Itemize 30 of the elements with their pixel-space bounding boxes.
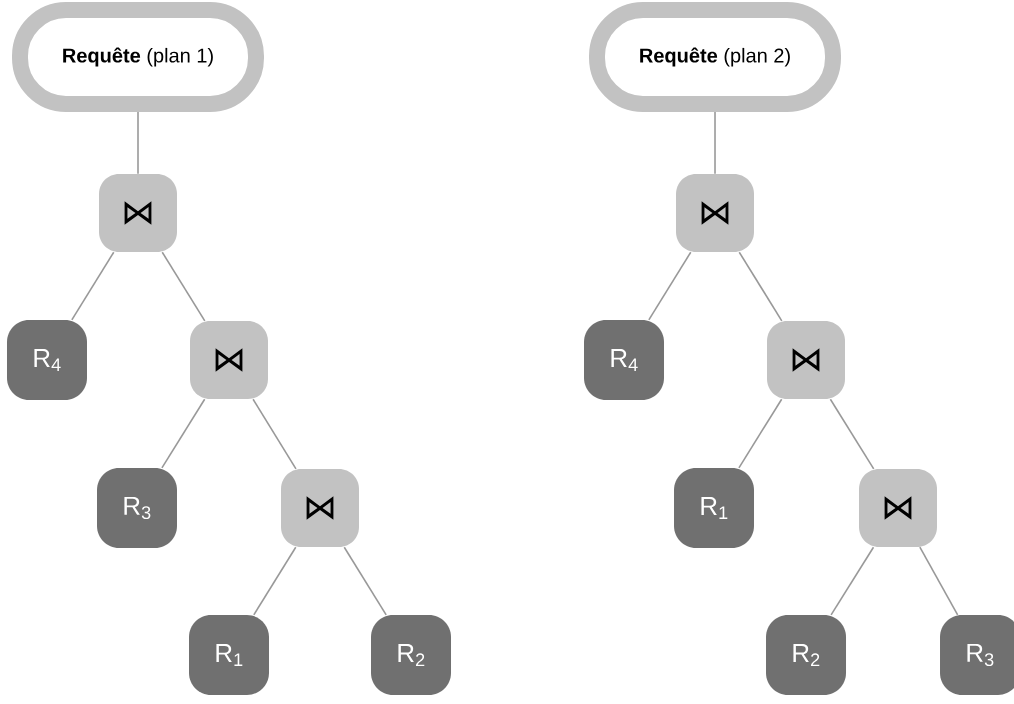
query-capsule: Requête (plan 2): [589, 2, 841, 112]
relation-box: R$_{1}$: [189, 615, 269, 695]
join-operator-box: ⋈: [859, 469, 937, 547]
relation-box: R$_{2}$: [766, 615, 846, 695]
join-operator-box: ⋈: [190, 321, 268, 399]
relation-box: R$_{3}$: [940, 615, 1014, 695]
connector-line: [738, 251, 783, 322]
query-capsule: Requête (plan 1): [12, 2, 264, 112]
connector-line: [161, 251, 206, 322]
connector-line: [919, 546, 959, 616]
connector-line: [829, 398, 875, 470]
connector-line: [137, 111, 139, 175]
relation-box: R$_{4}$: [7, 320, 87, 400]
connector-line: [343, 546, 387, 616]
connector-line: [161, 398, 206, 469]
join-operator-box: ⋈: [99, 174, 177, 252]
connector-line: [648, 251, 692, 321]
connector-line: [252, 398, 297, 470]
relation-box: R$_{4}$: [584, 320, 664, 400]
relation-box: R$_{2}$: [371, 615, 451, 695]
join-operator-box: ⋈: [676, 174, 754, 252]
connector-line: [738, 398, 783, 469]
connector-line: [830, 546, 875, 616]
join-operator-box: ⋈: [281, 469, 359, 547]
connector-line: [253, 546, 297, 616]
relation-box: R$_{3}$: [97, 468, 177, 548]
connector-line: [714, 111, 716, 175]
connector-line: [71, 251, 115, 321]
relation-box: R$_{1}$: [674, 468, 754, 548]
join-operator-box: ⋈: [767, 321, 845, 399]
